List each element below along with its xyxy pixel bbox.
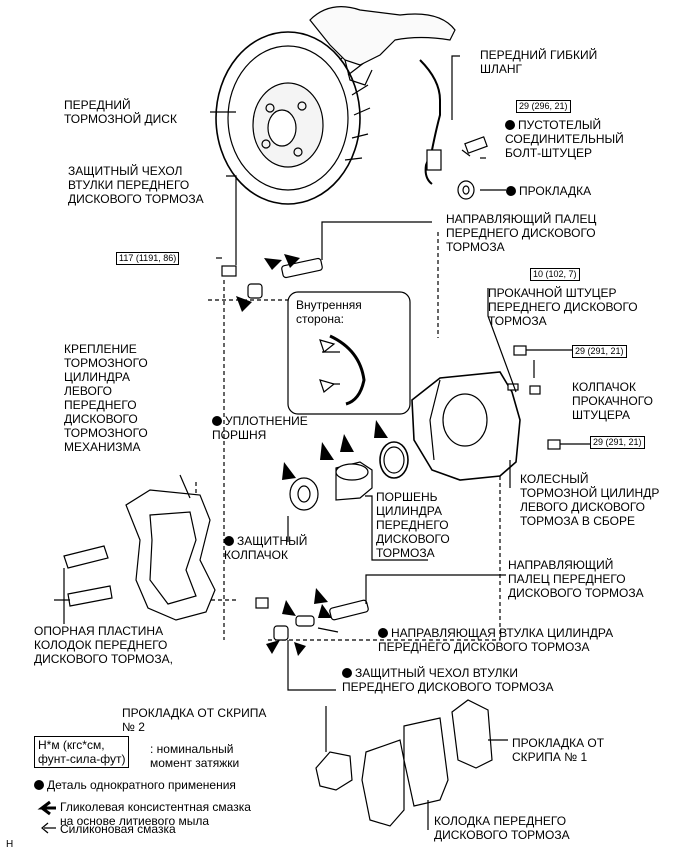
legend-single-use: Деталь однократного применения — [34, 778, 236, 792]
label-piston: ПОРШЕНЬ ЦИЛИНДРА ПЕРЕДНЕГО ДИСКОВОГО ТОР… — [376, 490, 450, 560]
corner-mark: H — [6, 839, 14, 850]
label-wheel-cylinder: КОЛЕСНЫЙ ТОРМОЗНОЙ ЦИЛИНДР ЛЕВОГО ДИСКОВ… — [520, 472, 660, 528]
label-guide-pin-top: НАПРАВЛЯЮЩИЙ ПАЛЕЦ ПЕРЕДНЕГО ДИСКОВОГО Т… — [446, 212, 597, 254]
label-front-hose: ПЕРЕДНИЙ ГИБКИЙ ШЛАНГ — [480, 48, 598, 76]
label-brake-pad: КОЛОДКА ПЕРЕДНЕГО ДИСКОВОГО ТОРМОЗА — [434, 814, 570, 842]
label-guide-bushing: НАПРАВЛЯЮЩАЯ ВТУЛКА ЦИЛИНДРА ПЕРЕДНЕГО Д… — [378, 626, 614, 654]
label-bleeder: ПРОКАЧНОЙ ШТУЦЕР ПЕРЕДНЕГО ДИСКОВОГО ТОР… — [488, 286, 638, 328]
label-shim-1: ПРОКЛАДКА ОТ СКРИПА № 1 — [512, 736, 605, 764]
single-use-icon — [224, 536, 234, 546]
torque-pin-bolt-2: 29 (291, 21) — [590, 436, 645, 449]
label-boot-top: ЗАЩИТНЫЙ ЧЕХОЛ ВТУЛКИ ПЕРЕДНЕГО ДИСКОВОГ… — [68, 164, 204, 206]
torque-bleeder: 10 (102, 7) — [530, 268, 580, 281]
label-inner-side: Внутренняя сторона: — [296, 298, 362, 326]
legend-grease: Гликолевая консистентная смазка на основ… — [60, 800, 251, 828]
single-use-icon — [378, 628, 388, 638]
single-use-icon — [505, 120, 515, 130]
label-front-disc: ПЕРЕДНИЙ ТОРМОЗНОЙ ДИСК — [64, 98, 177, 126]
label-gasket: ПРОКЛАДКА — [506, 184, 591, 198]
label-piston-seal: УПЛОТНЕНИЕ ПОРШНЯ — [212, 414, 308, 442]
legend-unit-desc: : номинальный момент затяжки — [150, 742, 240, 770]
label-boot-bottom: ЗАЩИТНЫЙ ЧЕХОЛ ВТУЛКИ ПЕРЕДНЕГО ДИСКОВОГ… — [342, 666, 554, 694]
label-dust-boot: ЗАЩИТНЫЙ КОЛПАЧОК — [224, 534, 308, 562]
single-use-icon — [34, 780, 44, 790]
label-caliper-mount: КРЕПЛЕНИЕ ТОРМОЗНОГО ЦИЛИНДРА ЛЕВОГО ПЕР… — [64, 342, 148, 454]
single-use-icon — [342, 668, 352, 678]
label-support-plate: ОПОРНАЯ ПЛАСТИНА КОЛОДОК ПЕРЕДНЕГО ДИСКО… — [34, 624, 173, 666]
single-use-icon — [212, 416, 222, 426]
brake-disc-drawing — [215, 31, 371, 205]
label-guide-pin-bottom: НАПРАВЛЯЮЩИЙ ПАЛЕЦ ПЕРЕДНЕГО ДИСКОВОГО Т… — [508, 558, 644, 600]
label-union-bolt: ПУСТОТЕЛЫЙ СОЕДИНИТЕЛЬНЫЙ БОЛТ-ШТУЦЕР — [505, 118, 624, 160]
legend-unit-box: Н*м (кгс*см, фунт-сила-фут) — [34, 736, 130, 768]
legend-silicone: Силиконовая смазка — [60, 822, 176, 836]
single-use-icon — [506, 186, 516, 196]
torque-union-bolt: 29 (296, 21) — [516, 100, 571, 113]
label-shim-2: ПРОКЛАДКА ОТ СКРИПА № 2 — [122, 706, 267, 734]
torque-pin-bolt-1: 29 (291, 21) — [572, 345, 627, 358]
torque-mount-bolt: 117 (1191, 86) — [116, 252, 180, 265]
label-bleeder-cap: КОЛПАЧОК ПРОКАЧНОГО ШТУЦЕРА — [572, 380, 653, 422]
